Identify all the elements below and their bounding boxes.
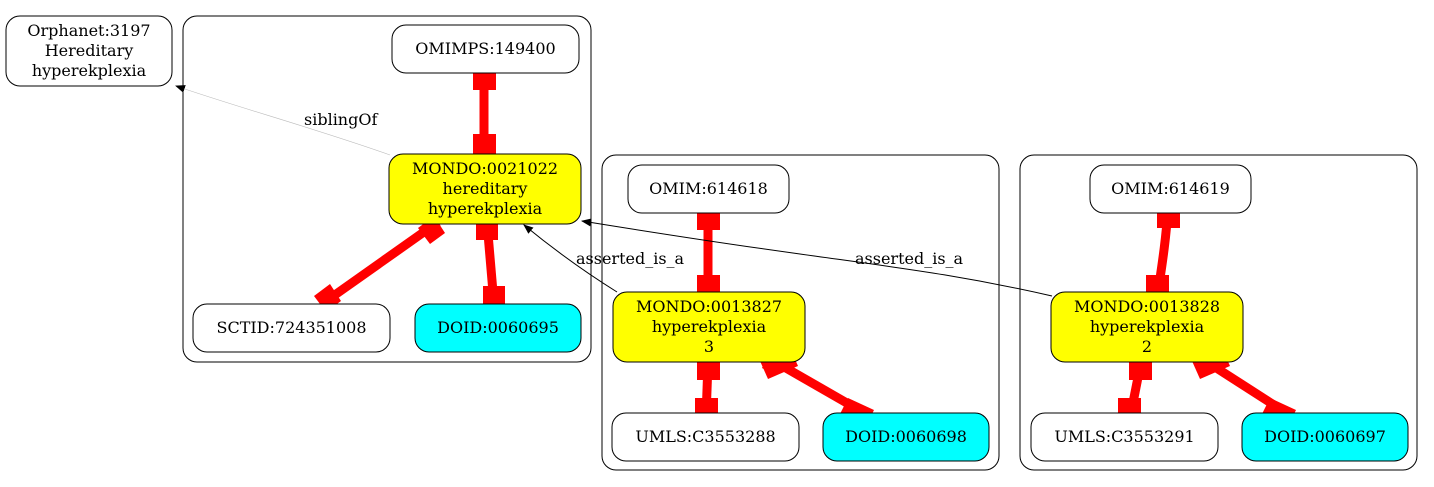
- node-mondo-0013827-box: [612, 291, 806, 363]
- equivalence-edge-mondo21022-doid60695: [476, 218, 505, 308]
- node-mondo-0021022-box: [388, 153, 582, 225]
- node-mondo-0021022-label-line-3: hyperekplexia: [428, 199, 543, 218]
- node-omimps-149400-box: [391, 24, 580, 74]
- node-doid-0060698[interactable]: DOID:0060698: [822, 412, 990, 462]
- node-doid-0060695[interactable]: DOID:0060695: [414, 303, 582, 353]
- node-doid-0060698-box: [822, 412, 990, 462]
- node-mondo-0013827-label-line-1: MONDO:0013827: [636, 297, 782, 316]
- sibling-of-edge: [175, 85, 391, 156]
- equivalence-edge-omim614618-mondo13827: [697, 208, 720, 295]
- node-doid-0060695-box: [414, 303, 582, 353]
- node-omim-614619[interactable]: OMIM:614619: [1089, 164, 1252, 214]
- asserted-is-a-edge-1: [523, 224, 618, 293]
- node-sctid-724351008[interactable]: SCTID:724351008: [192, 303, 391, 353]
- node-umls-c3553288-label-line-1: UMLS:C3553288: [635, 427, 775, 446]
- node-mondo-0021022-label-line-1: MONDO:0021022: [412, 159, 558, 178]
- equivalence-edge-omimps-mondo21022: [473, 70, 496, 162]
- cluster-hyperekplexia-2: [1019, 154, 1418, 471]
- node-doid-0060697[interactable]: DOID:0060697: [1241, 412, 1409, 462]
- node-sctid-724351008-label-line-1: SCTID:724351008: [216, 318, 366, 337]
- node-orphanet-3197-label-line-1: Orphanet:3197: [27, 21, 150, 40]
- relationship-edges: [175, 85, 1053, 297]
- asserted-is-a-label-1: asserted_is_a: [576, 249, 685, 268]
- node-doid-0060698-label-line-1: DOID:0060698: [845, 427, 967, 446]
- node-mondo-0021022-label-line-2: hereditary: [443, 179, 528, 198]
- node-mondo-0013827-label-line-2: hyperekplexia: [652, 317, 767, 336]
- node-orphanet-3197-label-line-2: Hereditary: [45, 41, 134, 60]
- sibling-of-label: siblingOf: [304, 110, 378, 129]
- node-umls-c3553288-box: [611, 412, 800, 462]
- cluster-hereditary-hyperekplexia: [182, 15, 592, 363]
- node-mondo-0013827-label-line-3: 3: [704, 337, 714, 356]
- node-omimps-149400[interactable]: OMIMPS:149400: [391, 24, 580, 74]
- node-doid-0060695-label-line-1: DOID:0060695: [437, 318, 559, 337]
- equivalence-edge-mondo21022-sctid: [314, 216, 445, 312]
- node-mondo-0013828-label-line-1: MONDO:0013828: [1074, 297, 1220, 316]
- node-orphanet-3197-label-line-3: hyperekplexia: [32, 61, 147, 80]
- nodes: Orphanet:3197HereditaryhyperekplexiaOMIM…: [5, 15, 1409, 462]
- node-umls-c3553291-label-line-1: UMLS:C3553291: [1054, 427, 1194, 446]
- node-mondo-0013828-box: [1050, 291, 1244, 363]
- equivalence-edges: [314, 70, 1296, 426]
- equivalence-edge-omim614619-mondo13828: [1146, 207, 1180, 295]
- node-doid-0060697-box: [1241, 412, 1409, 462]
- node-umls-c3553291[interactable]: UMLS:C3553291: [1030, 412, 1219, 462]
- node-doid-0060697-label-line-1: DOID:0060697: [1264, 427, 1386, 446]
- equivalence-edge-mondo13827-umls3553288: [695, 360, 720, 419]
- node-omim-614619-label-line-1: OMIM:614619: [1111, 179, 1230, 198]
- node-omimps-149400-label-line-1: OMIMPS:149400: [415, 39, 555, 58]
- cluster-hyperekplexia-3: [601, 154, 1000, 471]
- asserted-is-a-edge-2: [581, 218, 1053, 297]
- node-mondo-0013828-label-line-2: hyperekplexia: [1090, 317, 1205, 336]
- node-mondo-0013828-label-line-3: 2: [1142, 337, 1152, 356]
- asserted-is-a-label-2: asserted_is_a: [855, 249, 964, 268]
- node-orphanet-3197-box: [5, 15, 173, 87]
- node-umls-c3553288[interactable]: UMLS:C3553288: [611, 412, 800, 462]
- equivalence-edge-mondo13828-umls3553291: [1118, 360, 1152, 419]
- node-omim-614619-box: [1089, 164, 1252, 214]
- node-umls-c3553291-box: [1030, 412, 1219, 462]
- node-omim-614618-box: [627, 164, 790, 214]
- node-omim-614618[interactable]: OMIM:614618: [627, 164, 790, 214]
- node-omim-614618-label-line-1: OMIM:614618: [649, 179, 768, 198]
- node-sctid-724351008-box: [192, 303, 391, 353]
